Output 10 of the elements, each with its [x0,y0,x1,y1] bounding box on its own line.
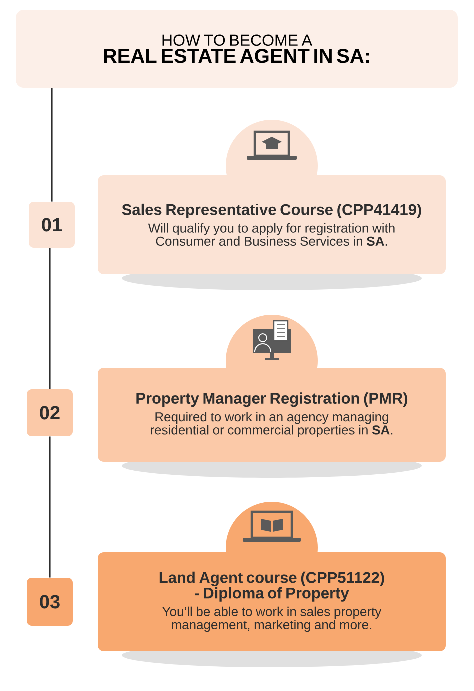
step-card: Property Manager Registration (PMR) Required to work in an agency managing residential or commercial properties in SA. [98,315,446,462]
step-number-box: 02 [27,390,73,436]
step-number-box: 03 [27,578,73,626]
timeline-line [49,248,51,390]
step-number-box: 01 [29,202,75,248]
step-card: Sales Representative Course (CPP41419) Will qualify you to apply for registration with Consumer and Business Services in SA. [98,120,446,274]
step-card: Land Agent course (CPP51122) - Diploma of Property You’ll be able to work in sales property management, marketing and more. [98,502,446,652]
timeline-line [49,436,51,578]
timeline-line [51,88,53,202]
title-box: HOW TO BECOME A REAL ESTATE AGENT IN SA: [16,10,458,88]
